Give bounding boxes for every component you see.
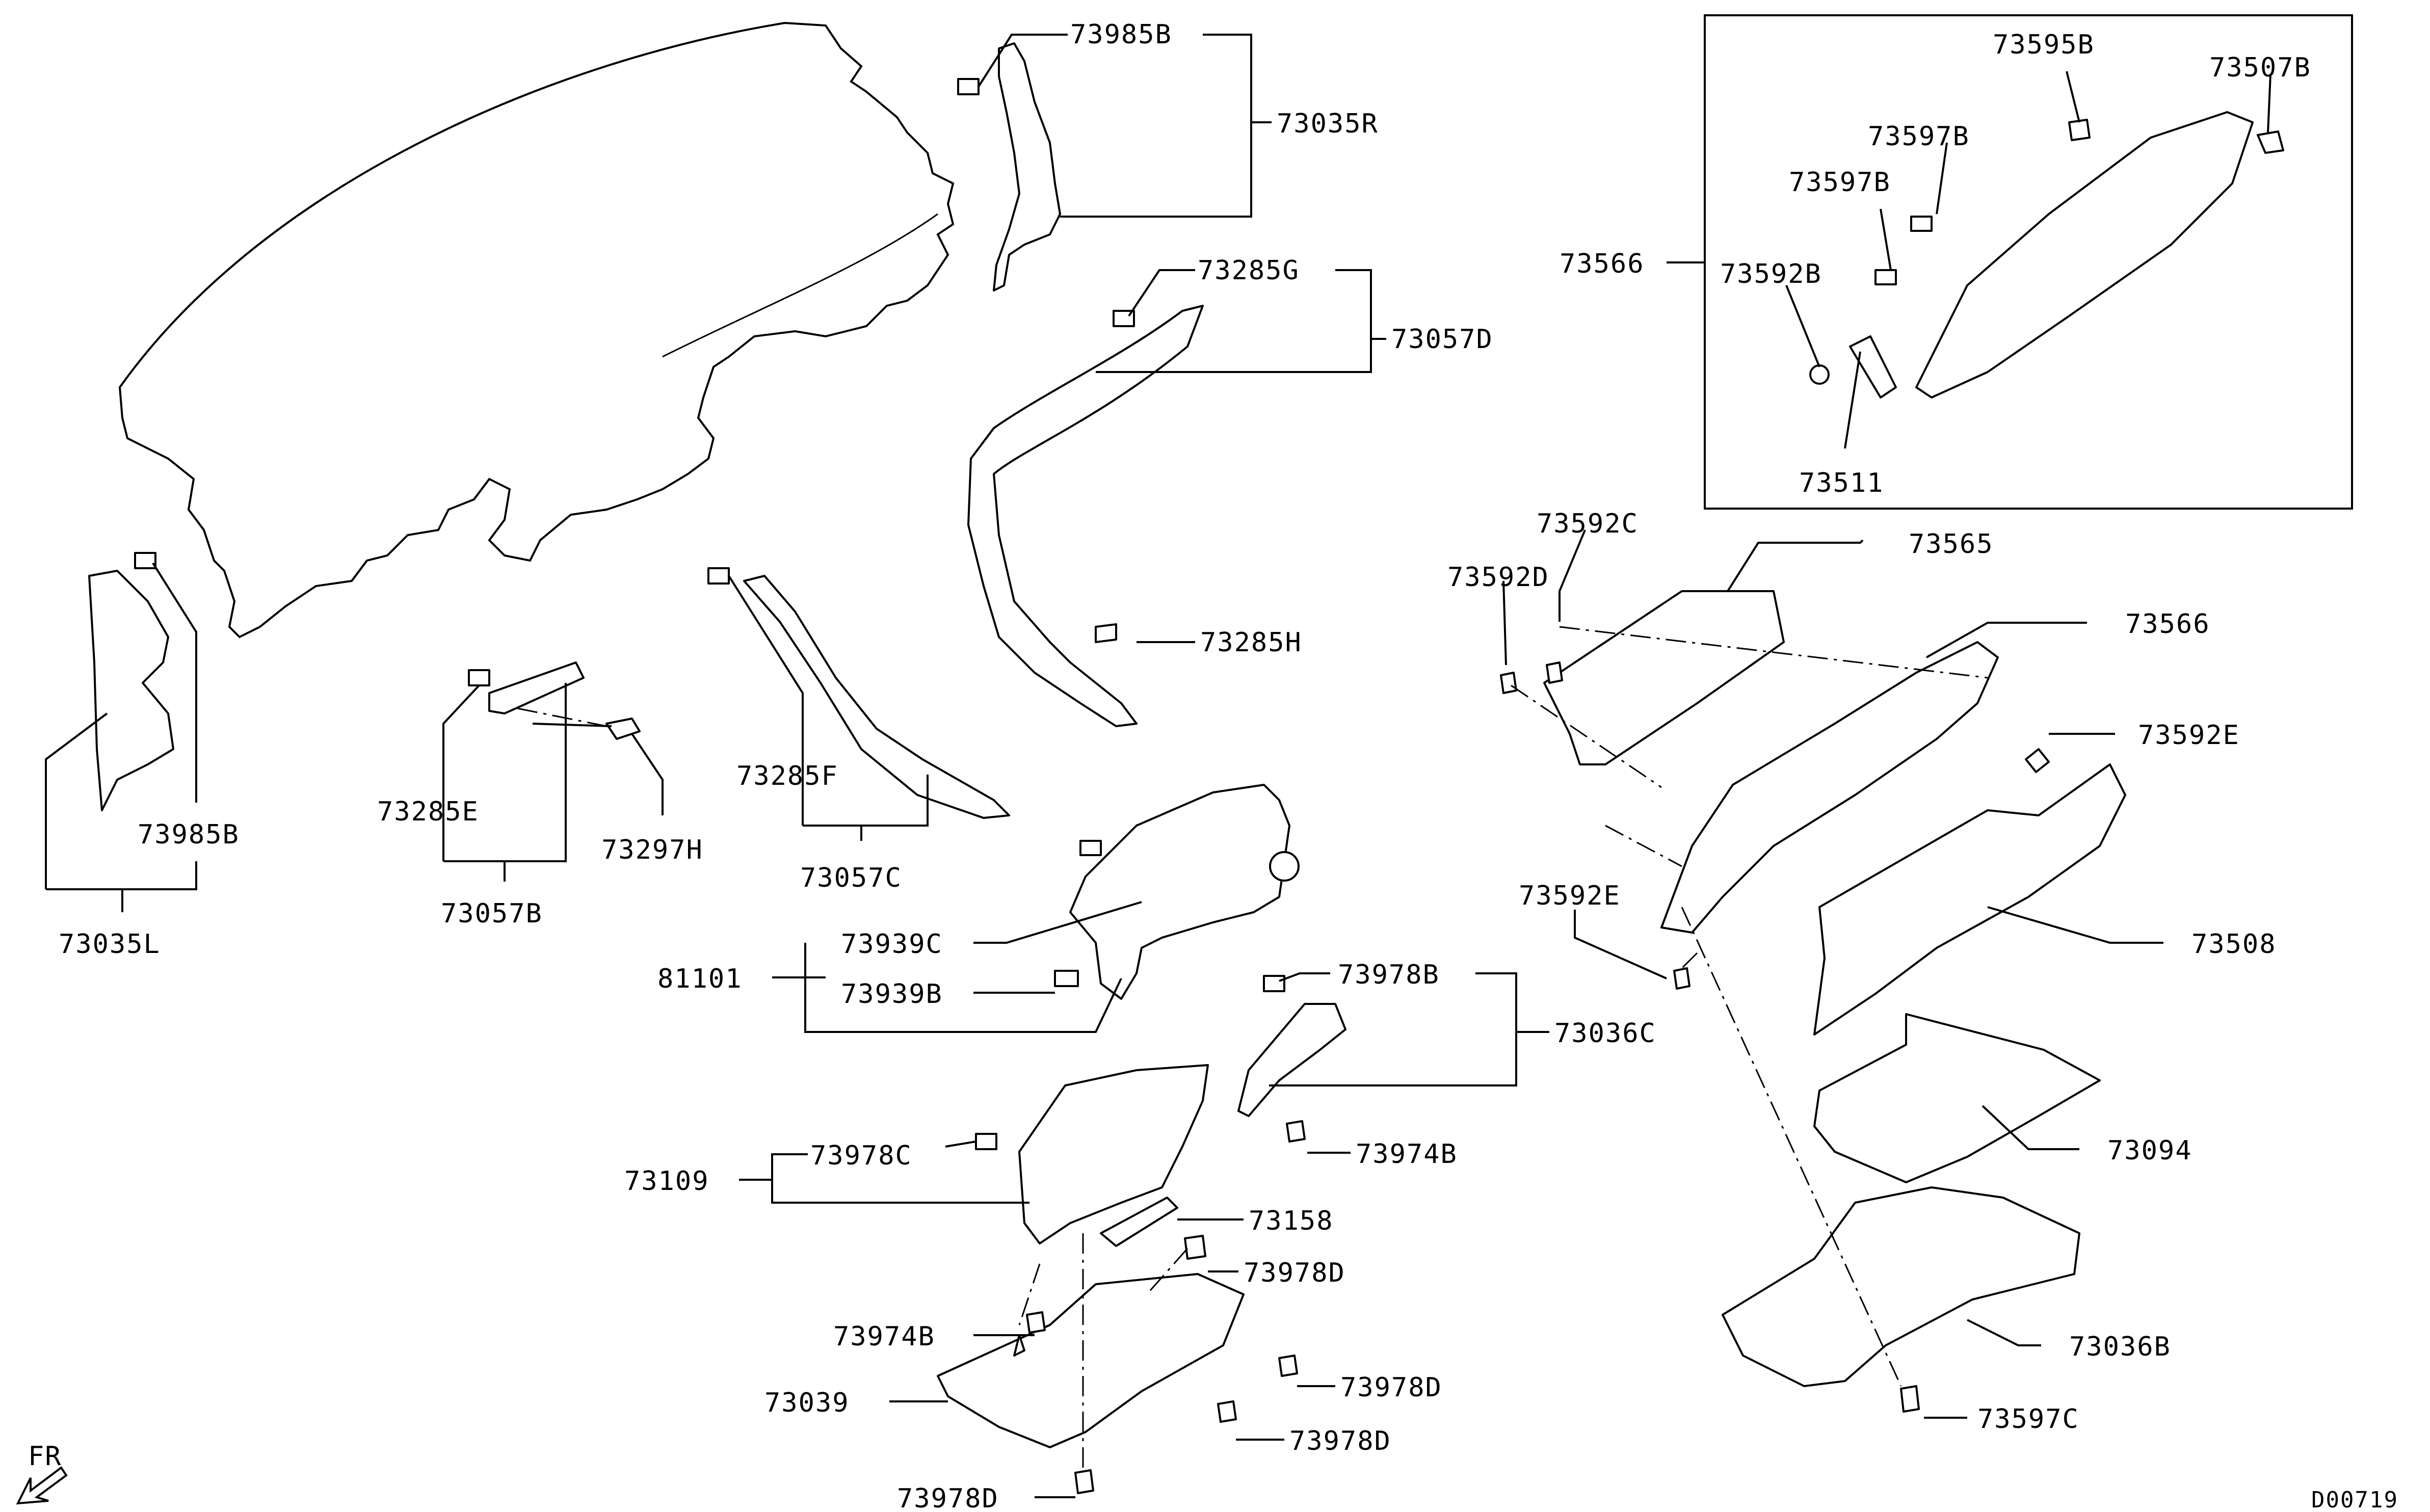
label-73036B: 73036B: [2069, 1332, 2171, 1362]
part-labels: 73985B 73035R 73285G 73057D 73285H 73285…: [59, 19, 2311, 1512]
label-73592B: 73592B: [1720, 259, 1822, 289]
label-73978D-d: 73978D: [897, 1483, 999, 1512]
label-73974B-left: 73974B: [833, 1321, 935, 1352]
label-73094: 73094: [2107, 1135, 2193, 1166]
part-73566: [1500, 641, 2050, 990]
label-73285G: 73285G: [1198, 255, 1300, 286]
label-73978D-a: 73978D: [1244, 1258, 1345, 1288]
label-73985B-top: 73985B: [1070, 19, 1172, 50]
label-73565: 73565: [1909, 529, 1994, 560]
label-73978D-c: 73978D: [1289, 1426, 1391, 1456]
label-73109: 73109: [624, 1166, 709, 1197]
part-73094: [1813, 1013, 2101, 1183]
label-73158: 73158: [1249, 1206, 1334, 1236]
front-direction-marker: FR: [16, 1441, 68, 1505]
label-73597B-b: 73597B: [1789, 167, 1891, 198]
label-73285F: 73285F: [736, 761, 838, 791]
label-73039: 73039: [764, 1388, 850, 1418]
part-73057B: [468, 661, 641, 740]
fr-arrow-icon: [16, 1466, 68, 1505]
drawing-code: D00719: [2311, 1487, 2398, 1512]
label-73985B-left: 73985B: [138, 819, 240, 850]
part-73035L: [88, 552, 174, 811]
label-73507B: 73507B: [2209, 52, 2311, 83]
leader-lines: [45, 34, 2271, 1498]
part-73036B: [1722, 1186, 2080, 1413]
label-81101: 81101: [657, 964, 743, 994]
label-73035R: 73035R: [1277, 109, 1379, 139]
part-73039: [937, 1273, 1298, 1494]
label-73978C: 73978C: [810, 1140, 912, 1171]
label-73285E: 73285E: [377, 797, 479, 827]
label-73285H: 73285H: [1200, 627, 1302, 658]
label-73597B-a: 73597B: [1868, 121, 1970, 152]
label-73978B: 73978B: [1338, 960, 1440, 990]
label-73511: 73511: [1799, 468, 1884, 498]
label-73592E-right: 73592E: [2138, 720, 2240, 751]
label-73035L: 73035L: [59, 929, 161, 960]
label-73566-box: 73566: [1560, 249, 1645, 279]
label-73057D: 73057D: [1391, 324, 1493, 355]
label-73978D-b: 73978D: [1340, 1372, 1442, 1403]
label-73939B: 73939B: [841, 979, 943, 1010]
part-73565: [1543, 590, 1785, 765]
label-73297H: 73297H: [601, 835, 703, 865]
part-73035R: [957, 42, 1061, 291]
part-73057D: [967, 305, 1204, 727]
label-73939C: 73939C: [841, 929, 943, 960]
part-73109: [975, 1064, 1209, 1244]
fr-label: FR: [28, 1441, 62, 1472]
label-73592E-left: 73592E: [1519, 881, 1621, 911]
label-73595B: 73595B: [1993, 30, 2095, 60]
part-73057C: [707, 567, 1010, 819]
label-73592D: 73592D: [1447, 562, 1549, 593]
part-73036C: [1237, 975, 1346, 1143]
label-73974B-right: 73974B: [1356, 1139, 1458, 1170]
label-73566: 73566: [2125, 609, 2210, 640]
label-73036C: 73036C: [1554, 1018, 1656, 1049]
label-73597C: 73597C: [1977, 1404, 2079, 1435]
label-73592C: 73592C: [1537, 509, 1639, 539]
part-73158: [1100, 1197, 1206, 1260]
part-73508: [1813, 763, 2126, 1036]
part-81101: [1054, 784, 1300, 1000]
label-73508: 73508: [2191, 929, 2277, 960]
instrument-panel-outline: [118, 21, 955, 639]
label-73057C: 73057C: [800, 863, 902, 893]
label-73057B: 73057B: [441, 898, 543, 929]
